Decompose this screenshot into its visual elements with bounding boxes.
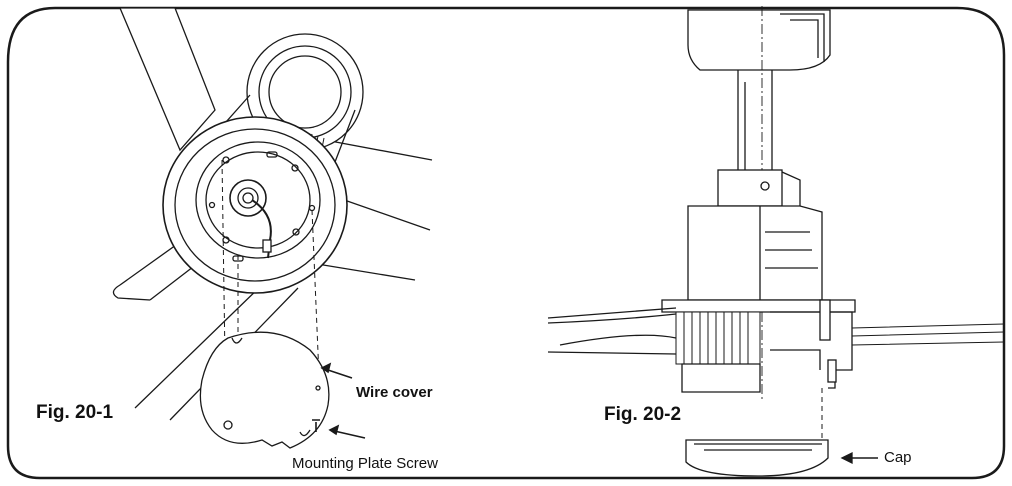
blade-right	[851, 323, 1005, 346]
wire-cover-disc	[199, 331, 330, 449]
blade-left-lower	[547, 334, 677, 355]
screw-holes	[208, 151, 316, 262]
wire-cover-notches	[223, 337, 321, 437]
center-hub	[229, 179, 267, 217]
mounting-screw	[312, 419, 320, 432]
motor-housing	[687, 205, 823, 301]
canopy	[687, 9, 831, 71]
cap-label: Cap	[884, 449, 912, 466]
wire-cover-label: Wire cover	[356, 384, 433, 401]
downrod	[737, 70, 773, 170]
fan-blade-top	[119, 7, 216, 152]
coupler	[717, 169, 783, 207]
motor-fins-section	[675, 311, 761, 365]
callout-arrows	[320, 362, 366, 439]
panel-border	[6, 6, 1006, 480]
fig-20-1-label: Fig. 20-1	[36, 402, 114, 423]
fig-20-2-illustration	[547, 6, 1005, 477]
fig-20-1-illustration	[112, 7, 433, 449]
blade-left-upper	[547, 307, 677, 324]
fig-20-2-label: Fig. 20-2	[604, 404, 682, 425]
mounting-plate	[195, 141, 321, 259]
mounting-plate-screw-label: Mounting Plate Screw	[292, 455, 438, 472]
blade-flange	[661, 299, 856, 313]
cap	[685, 439, 829, 477]
